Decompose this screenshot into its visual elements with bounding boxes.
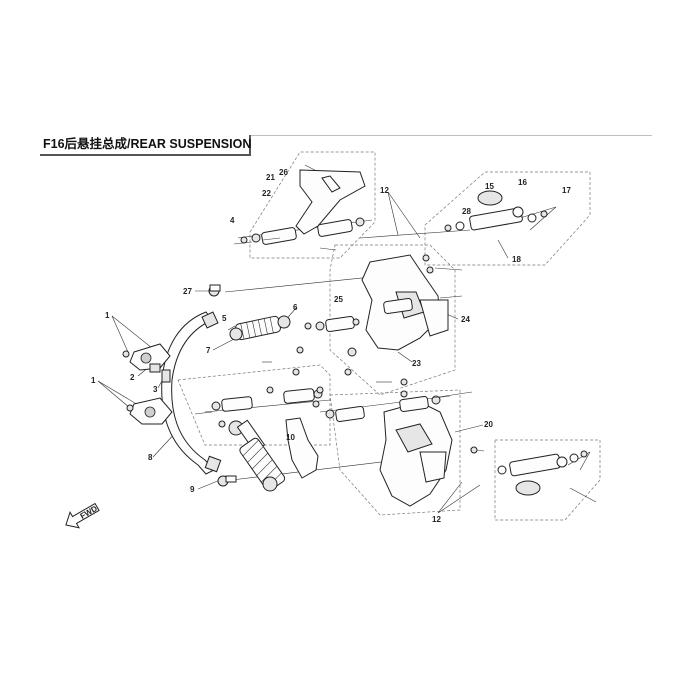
knuckle-group-outline-top — [329, 244, 456, 396]
callout-26: 26 — [279, 168, 288, 177]
callout-12b: 12 — [432, 515, 441, 524]
lower-arm-bushings — [211, 388, 323, 412]
lower-control-arm — [285, 417, 319, 479]
stabilizer-link-lower — [217, 475, 237, 487]
callout-23: 23 — [412, 359, 421, 368]
hub-group-outline-bottom — [494, 439, 601, 521]
knuckle-lower — [379, 401, 453, 507]
callout-2: 2 — [130, 373, 135, 382]
upper-arm-bushings — [240, 217, 365, 245]
callout-18: 18 — [512, 255, 521, 264]
callout-5a: 5 — [222, 314, 227, 323]
callout-8: 8 — [148, 453, 153, 462]
misc-fasteners — [194, 237, 478, 454]
callout-labels: 1 1 2 3 4 5 6 7 8 9 10 12 12 15 16 17 18… — [91, 168, 571, 524]
callout-28: 28 — [462, 207, 471, 216]
callout-12a: 12 — [380, 186, 389, 195]
callout-24: 24 — [461, 315, 470, 324]
callout-20: 20 — [484, 420, 493, 429]
upper-control-arm — [295, 169, 366, 235]
callout-1a: 1 — [105, 311, 110, 320]
knuckle-upper-bushings — [315, 297, 413, 357]
callout-21: 21 — [266, 173, 275, 182]
callout-7: 7 — [206, 346, 211, 355]
knuckle-group-outline-bottom — [329, 389, 461, 516]
callout-16: 16 — [518, 178, 527, 187]
callout-4a: 4 — [230, 216, 235, 225]
callout-3: 3 — [153, 385, 158, 394]
knuckle-lower-bushings — [325, 395, 441, 423]
fwd-arrow-icon: FWD — [65, 502, 100, 529]
stabilizer-link-upper — [208, 284, 221, 297]
hub-group-outline-top — [424, 171, 591, 266]
callout-6a: 6 — [293, 303, 298, 312]
callout-17: 17 — [562, 186, 571, 195]
callout-10: 10 — [286, 433, 295, 442]
stabilizer-bushings — [122, 350, 171, 412]
lower-shock-absorber — [228, 419, 286, 492]
callout-25: 25 — [334, 295, 343, 304]
callout-1b: 1 — [91, 376, 96, 385]
diagram-title: F16后悬挂总成/REAR SUSPENSION — [40, 135, 251, 156]
stabilizer-bracket-lower — [129, 397, 173, 425]
callout-9: 9 — [190, 485, 195, 494]
callout-22: 22 — [262, 189, 271, 198]
upper-shock-absorber — [229, 315, 291, 341]
callout-15: 15 — [485, 182, 494, 191]
stabilizer-bar — [161, 311, 222, 475]
callout-27: 27 — [183, 287, 192, 296]
hub-assembly-upper — [444, 190, 548, 232]
hub-assembly-lower — [497, 450, 588, 496]
title-rule — [40, 135, 652, 136]
